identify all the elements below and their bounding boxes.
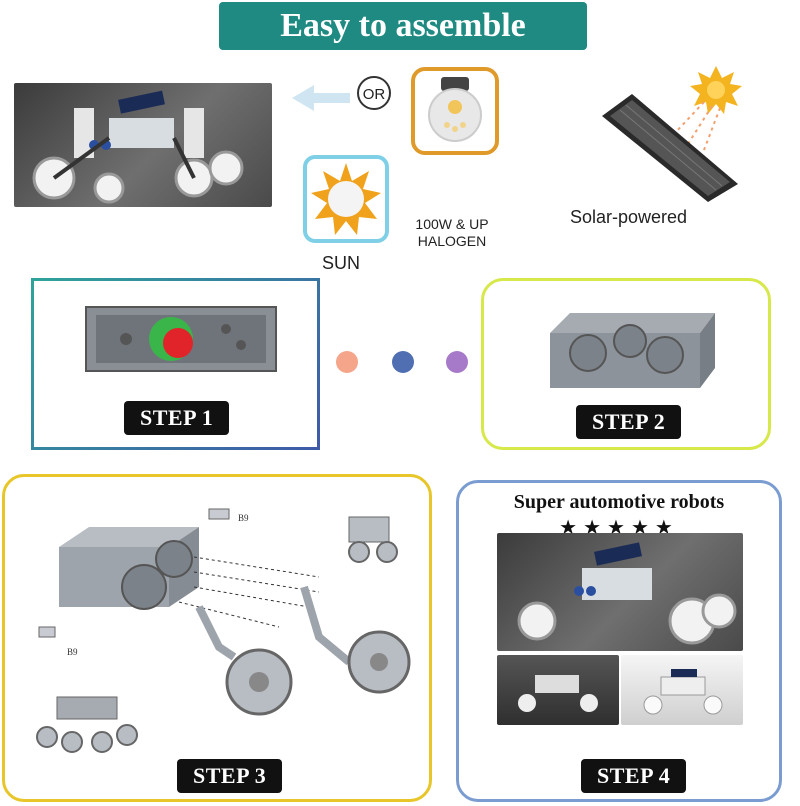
progress-dot-1: [336, 351, 358, 373]
sun-label: SUN: [322, 253, 361, 273]
robot-photo-dark: [497, 655, 619, 725]
step-3-label: STEP 3: [177, 759, 283, 793]
step-4-card: Super automotive robots ★★★★★ STEP 4: [456, 480, 782, 802]
step-4-title: Super automotive robots: [513, 491, 725, 513]
halogen-label: 100W & UP HALOGEN: [415, 216, 489, 249]
robot-photo: [14, 83, 272, 207]
step-2-card: STEP 2: [481, 278, 771, 450]
solar-powered-label: Solar-powered: [570, 207, 688, 227]
gearbox-closed-image: [550, 313, 715, 388]
progress-dot-2: [392, 351, 414, 373]
page-title-banner: Easy to assemble: [219, 2, 587, 50]
robot-photo-light: [621, 655, 743, 725]
step-1-card: STEP 1: [31, 278, 320, 450]
step-4-label: STEP 4: [581, 759, 687, 793]
gearbox-open-image: [85, 306, 277, 372]
assembly-diagram-image: [38, 508, 411, 716]
robot-showcase-photo: [497, 533, 743, 651]
progress-dot-3: [446, 351, 468, 373]
step-3-card: B9 B9 STEP 3: [2, 474, 432, 802]
step-2-label: STEP 2: [576, 405, 682, 439]
part-code-label-2: B9: [67, 647, 78, 657]
robot-sketch-image: [36, 696, 138, 753]
solar-panel-icon: [596, 64, 766, 209]
step-1-label: STEP 1: [124, 401, 230, 435]
or-badge: OR: [357, 76, 391, 110]
sun-icon: [303, 155, 389, 243]
part-code-label: B9: [238, 513, 249, 523]
arrow-left-icon: [292, 83, 352, 118]
halogen-lamp-icon: [411, 67, 499, 155]
